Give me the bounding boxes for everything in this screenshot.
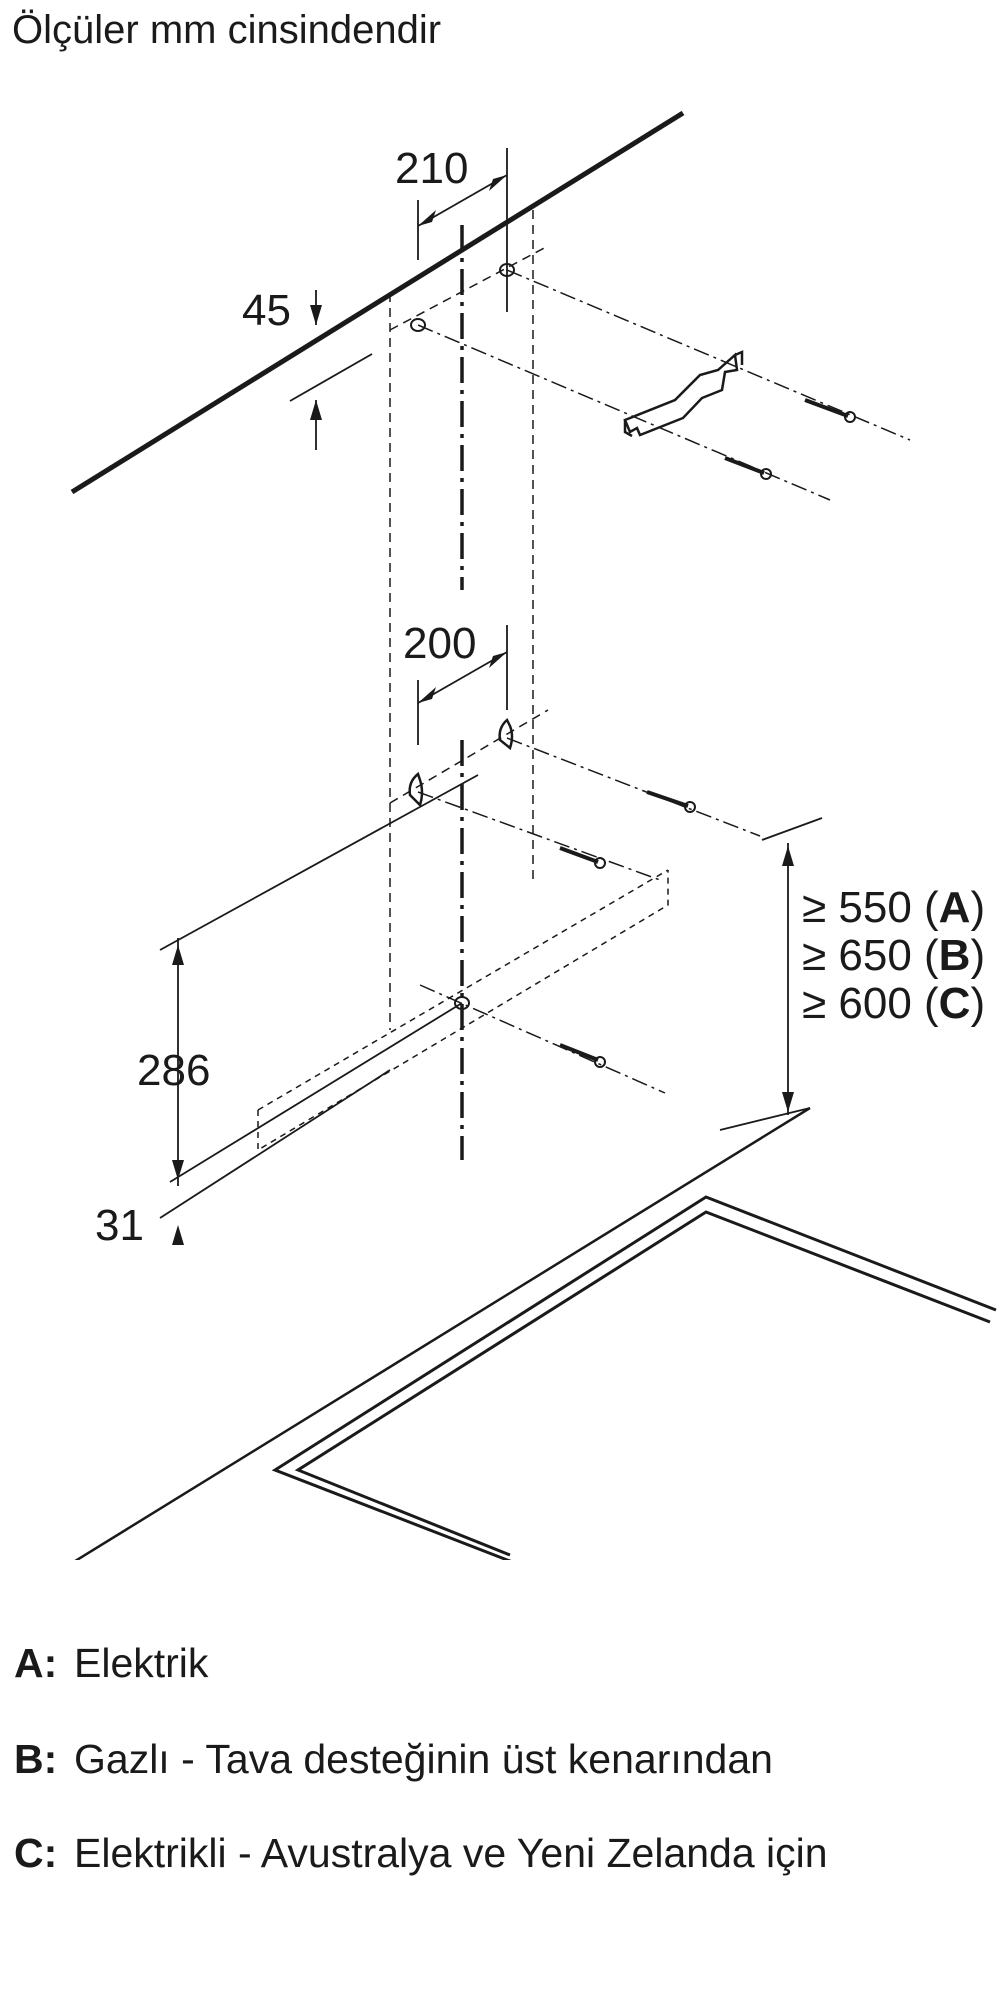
keyhole-left xyxy=(408,771,424,808)
screw-top-1 xyxy=(804,398,849,418)
ceiling-line xyxy=(70,110,685,495)
letter-c: C xyxy=(939,979,971,1028)
screw-bottom xyxy=(559,1043,599,1062)
legend-text: Elektrik xyxy=(74,1640,209,1686)
label-210: 210 xyxy=(395,144,468,193)
legend-key: A: xyxy=(14,1640,58,1686)
label-286: 286 xyxy=(137,1046,210,1095)
top-bracket xyxy=(623,352,739,437)
hood-outline xyxy=(257,870,669,1152)
legend-item-b: B: Gazlı - Tava desteğinin üst kenarında… xyxy=(14,1736,773,1783)
letter-a: A xyxy=(939,883,971,932)
legend-key: B: xyxy=(14,1736,58,1782)
hole-bottom xyxy=(454,996,470,1010)
legend-text: Gazlı - Tava desteğinin üst kenarından xyxy=(74,1736,773,1782)
label-min-c: ≥ 600 (C) xyxy=(802,979,985,1028)
legend-key: C: xyxy=(14,1830,58,1876)
letter-b: B xyxy=(939,931,971,980)
label-45: 45 xyxy=(242,286,291,335)
label-31: 31 xyxy=(95,1201,144,1250)
cooktop-outer xyxy=(271,1195,997,1560)
legend-item-a: A: Elektrik xyxy=(14,1640,208,1687)
legend-text: Elektrikli - Avustralya ve Yeni Zelanda … xyxy=(74,1830,828,1876)
screw-mid-2 xyxy=(559,846,599,864)
worktop-back-edge xyxy=(719,1107,811,1131)
label-200: 200 xyxy=(403,619,476,668)
label-min-a: ≥ 550 (A) xyxy=(802,883,985,932)
cooktop-inner xyxy=(294,1210,991,1557)
label-min-b: ≥ 650 (B) xyxy=(802,931,985,980)
keyhole-right xyxy=(498,717,514,751)
screw-mid-1 xyxy=(646,790,689,808)
page-title: Ölçüler mm cinsindendir xyxy=(12,8,442,52)
installation-diagram: 210 45 200 286 31 ≥ 550 (A) ≥ 650 (B) ≥ … xyxy=(70,110,997,1560)
screw-top-2 xyxy=(724,456,765,475)
worktop-front-edge xyxy=(74,1106,811,1560)
legend-item-c: C: Elektrikli - Avustralya ve Yeni Zelan… xyxy=(14,1830,874,1877)
hole-top-right xyxy=(499,263,515,277)
hole-top-left xyxy=(410,318,426,332)
